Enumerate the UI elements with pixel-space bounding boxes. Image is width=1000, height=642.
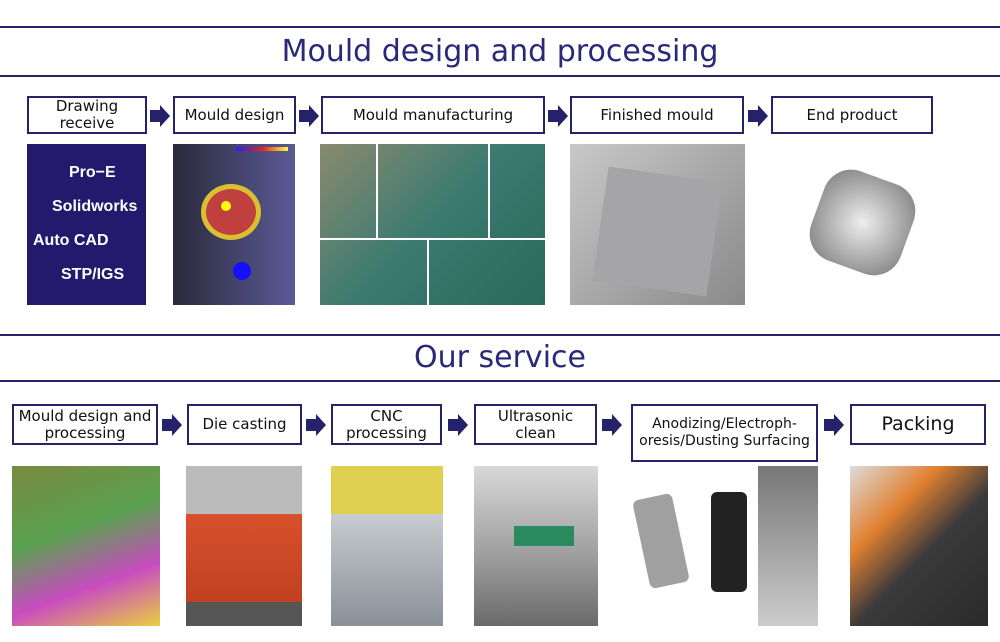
service-mould-design: Mould design and processing [12, 404, 158, 445]
service-die-casting: Die casting [187, 404, 302, 445]
divider [0, 334, 1000, 336]
software-label: STP/IGS [61, 266, 125, 283]
service-packing: Packing [850, 404, 986, 445]
mould-manufacturing-photos [320, 144, 545, 305]
surfacing-image [633, 466, 818, 626]
service-surfacing: Anodizing/Electroph-oresis/Dusting Surfa… [631, 404, 818, 462]
arrow-right-icon [448, 414, 468, 436]
service-ultrasonic: Ultrasonic clean [474, 404, 597, 445]
divider [0, 26, 1000, 28]
software-label: Auto CAD [33, 232, 109, 249]
service-cnc: CNC processing [331, 404, 442, 445]
section-title-service: Our service [414, 340, 586, 375]
software-label: Pro−E [69, 164, 116, 181]
arrow-right-icon [150, 105, 170, 127]
end-product-image [800, 160, 925, 290]
step-mould-design: Mould design [173, 96, 296, 134]
finished-mould-image [570, 144, 745, 305]
mould-design-image [173, 144, 295, 305]
section-title-mould: Mould design and processing [281, 34, 719, 69]
arrow-right-icon [824, 414, 844, 436]
mould-model-image [12, 466, 160, 626]
arrow-right-icon [602, 414, 622, 436]
arrow-right-icon [306, 414, 326, 436]
arrow-right-icon [299, 105, 319, 127]
packing-image [850, 466, 988, 626]
arrow-right-icon [162, 414, 182, 436]
step-mould-manufacturing: Mould manufacturing [321, 96, 545, 134]
divider [0, 75, 1000, 77]
arrow-right-icon [748, 105, 768, 127]
step-finished-mould: Finished mould [570, 96, 744, 134]
step-drawing-receive: Drawing receive [27, 96, 147, 134]
cnc-image [331, 466, 443, 626]
die-casting-image [186, 466, 302, 626]
ultrasonic-clean-image [474, 466, 598, 626]
software-label: Solidworks [52, 198, 138, 215]
arrow-right-icon [548, 105, 568, 127]
software-panel: Pro−E Solidworks Auto CAD STP/IGS [27, 144, 146, 305]
divider [0, 380, 1000, 382]
step-end-product: End product [771, 96, 933, 134]
